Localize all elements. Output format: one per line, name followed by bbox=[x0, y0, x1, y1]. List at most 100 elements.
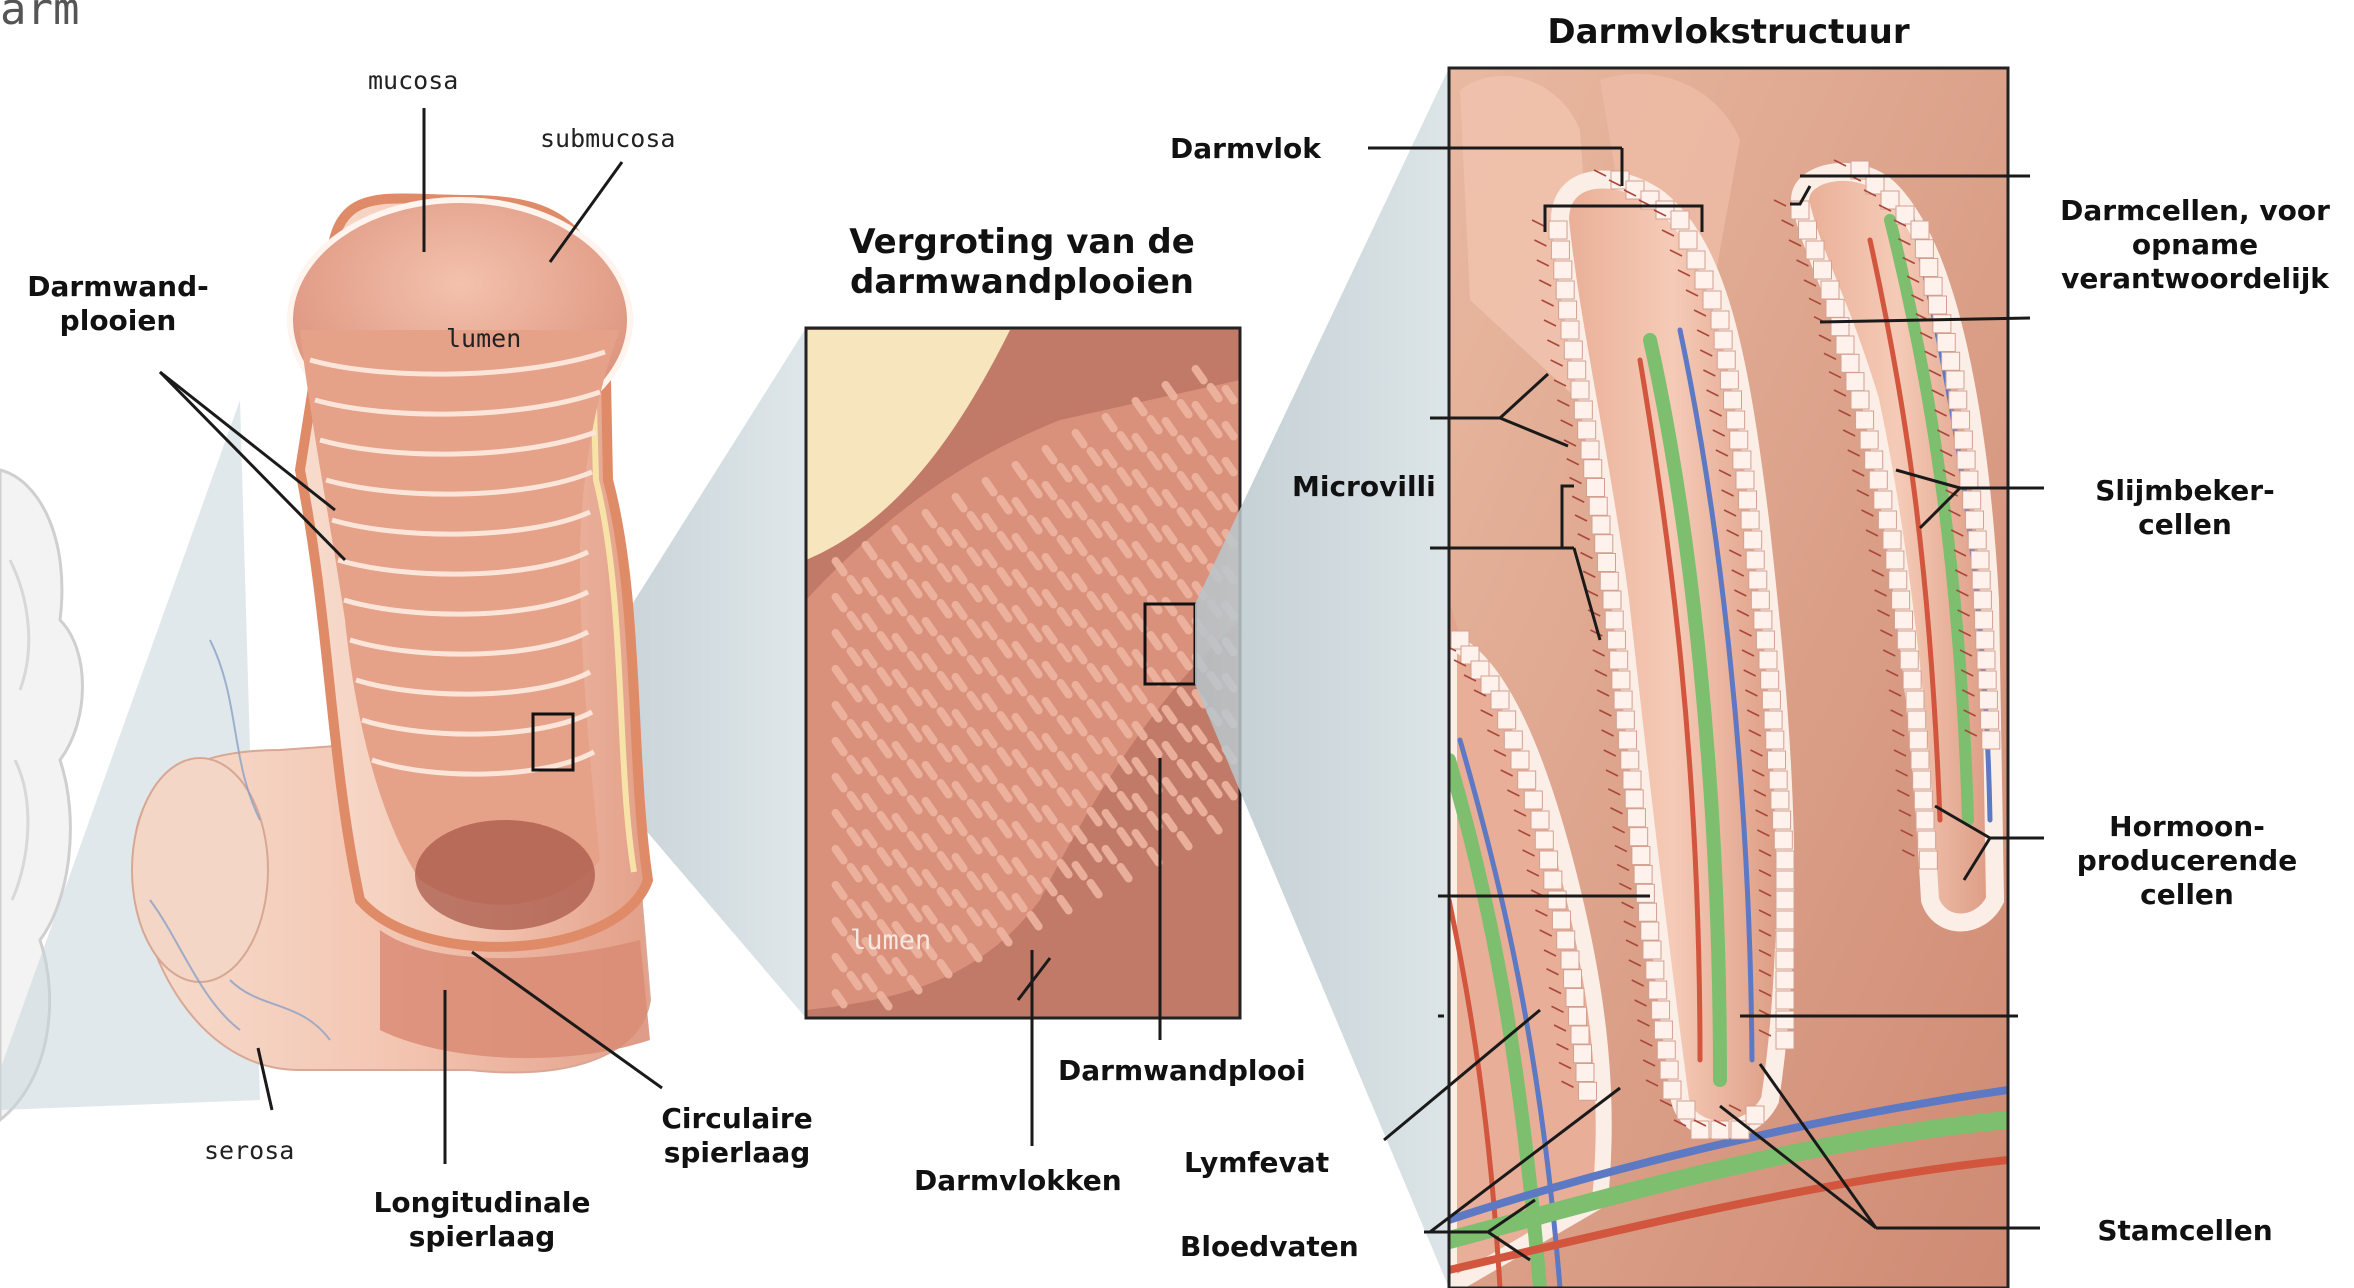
epithelial-cell bbox=[1776, 891, 1794, 909]
epithelial-cell bbox=[1971, 551, 1989, 569]
epithelial-cell bbox=[1769, 771, 1787, 789]
epithelial-cell bbox=[1595, 535, 1613, 553]
epithelial-cell bbox=[1751, 591, 1769, 609]
epithelial-cell bbox=[1799, 221, 1817, 239]
epithelial-cell bbox=[1741, 511, 1759, 529]
epithelial-cell bbox=[1695, 271, 1713, 289]
epithelial-cell bbox=[1679, 231, 1697, 249]
epithelial-cell bbox=[1952, 411, 1970, 429]
epithelial-cell bbox=[1776, 871, 1794, 889]
epithelial-cell bbox=[1911, 221, 1929, 239]
epithelial-cell bbox=[1643, 941, 1661, 959]
epithelial-cell bbox=[1724, 391, 1742, 409]
label-slijmbekercellen: Slijmbeker- cellen bbox=[2060, 474, 2310, 542]
epithelial-cell bbox=[1918, 831, 1936, 849]
epithelial-cell bbox=[1920, 259, 1938, 277]
epithelial-cell bbox=[1571, 381, 1589, 399]
epithelial-cell bbox=[1768, 751, 1786, 769]
epithelial-cell bbox=[1903, 671, 1921, 689]
epithelial-cell bbox=[1856, 411, 1874, 429]
header-cropped-text: arm bbox=[0, 0, 79, 34]
epithelial-cell bbox=[1982, 731, 2000, 749]
epithelial-cell bbox=[1851, 391, 1869, 409]
label-lumen-intestine: lumen bbox=[446, 322, 521, 356]
epithelial-cell bbox=[1630, 828, 1648, 846]
epithelial-cell bbox=[1965, 511, 1983, 529]
epithelial-cell bbox=[1687, 251, 1705, 269]
epithelial-cell bbox=[1584, 460, 1602, 478]
epithelial-cell bbox=[1946, 371, 1964, 389]
epithelial-cell bbox=[1771, 791, 1789, 809]
epithelial-cell bbox=[1933, 315, 1951, 333]
epithelial-cell bbox=[1746, 551, 1764, 569]
epithelial-cell bbox=[1564, 341, 1582, 359]
epithelial-cell bbox=[1949, 391, 1967, 409]
epithelial-cell bbox=[1623, 771, 1641, 789]
epithelial-cell bbox=[1915, 240, 1933, 258]
epithelial-cell bbox=[1568, 361, 1586, 379]
villus-zoom-title: Darmvlokstructuur bbox=[1449, 12, 2008, 52]
epithelial-cell bbox=[1654, 1021, 1672, 1039]
epithelial-cell bbox=[1559, 301, 1577, 319]
epithelial-cell bbox=[1909, 731, 1927, 749]
epithelial-cell bbox=[1579, 1082, 1597, 1100]
epithelial-cell bbox=[1979, 691, 1997, 709]
epithelial-cell bbox=[1981, 711, 1999, 729]
epithelial-cell bbox=[1714, 331, 1732, 349]
epithelial-cell bbox=[1561, 321, 1579, 339]
epithelial-cell bbox=[1821, 281, 1839, 299]
epithelial-cell bbox=[1911, 751, 1929, 769]
label-hormoonproducerende-cellen: Hormoon- producerende cellen bbox=[2052, 810, 2322, 912]
epithelial-cell bbox=[1561, 951, 1579, 969]
epithelial-cell bbox=[1776, 851, 1794, 869]
epithelial-cell bbox=[1592, 516, 1610, 534]
epithelial-cell bbox=[1660, 1061, 1678, 1079]
epithelial-cell bbox=[1569, 1007, 1587, 1025]
epithelial-cell bbox=[1739, 491, 1757, 509]
epithelial-cell bbox=[1627, 809, 1645, 827]
epithelial-cell bbox=[1600, 572, 1618, 590]
epithelial-cell bbox=[1607, 631, 1625, 649]
label-lumen-fold: lumen bbox=[850, 924, 931, 958]
epithelial-cell bbox=[1776, 971, 1794, 989]
label-darmvlokken: Darmvlokken bbox=[914, 1164, 1122, 1198]
epithelial-cell bbox=[1973, 591, 1991, 609]
label-darmwandplooien: Darmwand- plooien bbox=[18, 270, 218, 338]
epithelial-cell bbox=[1865, 451, 1883, 469]
epithelial-cell bbox=[1581, 441, 1599, 459]
epithelial-cell bbox=[1975, 611, 1993, 629]
epithelial-cell bbox=[1634, 865, 1652, 883]
epithelial-cell bbox=[1554, 261, 1572, 279]
epithelial-cell bbox=[1574, 1045, 1592, 1063]
epithelial-cell bbox=[1841, 354, 1859, 372]
epithelial-cell bbox=[1916, 811, 1934, 829]
epithelial-cell bbox=[1836, 336, 1854, 354]
epithelial-cell bbox=[1663, 1081, 1681, 1099]
epithelial-cell bbox=[1657, 1041, 1675, 1059]
epithelial-cell bbox=[1886, 551, 1904, 569]
epithelial-cell bbox=[1587, 479, 1605, 497]
fold-zoom-title: Vergroting van de darmwandplooien bbox=[812, 222, 1232, 302]
epithelial-cell bbox=[1814, 261, 1832, 279]
epithelial-cell bbox=[1556, 281, 1574, 299]
label-mucosa: mucosa bbox=[368, 64, 458, 98]
epithelial-cell bbox=[1730, 431, 1748, 449]
epithelial-cell bbox=[1749, 571, 1767, 589]
epithelial-cell bbox=[1754, 611, 1772, 629]
epithelial-cell bbox=[1646, 961, 1664, 979]
epithelial-cell bbox=[1869, 471, 1887, 489]
label-darmvlok: Darmvlok bbox=[1170, 132, 1321, 166]
epithelial-cell bbox=[1612, 671, 1630, 689]
epithelial-cell bbox=[1578, 421, 1596, 439]
label-lymfevat: Lymfevat bbox=[1184, 1146, 1329, 1180]
epithelial-cell bbox=[1914, 791, 1932, 809]
epithelial-cell bbox=[1826, 299, 1844, 317]
epithelial-cell bbox=[1776, 911, 1794, 929]
epithelial-cell bbox=[1913, 771, 1931, 789]
epithelial-cell bbox=[1703, 291, 1721, 309]
label-submucosa: submucosa bbox=[540, 122, 675, 156]
label-bloedvaten: Bloedvaten bbox=[1180, 1230, 1359, 1264]
epithelial-cell bbox=[1957, 451, 1975, 469]
epithelial-cell bbox=[1619, 731, 1637, 749]
